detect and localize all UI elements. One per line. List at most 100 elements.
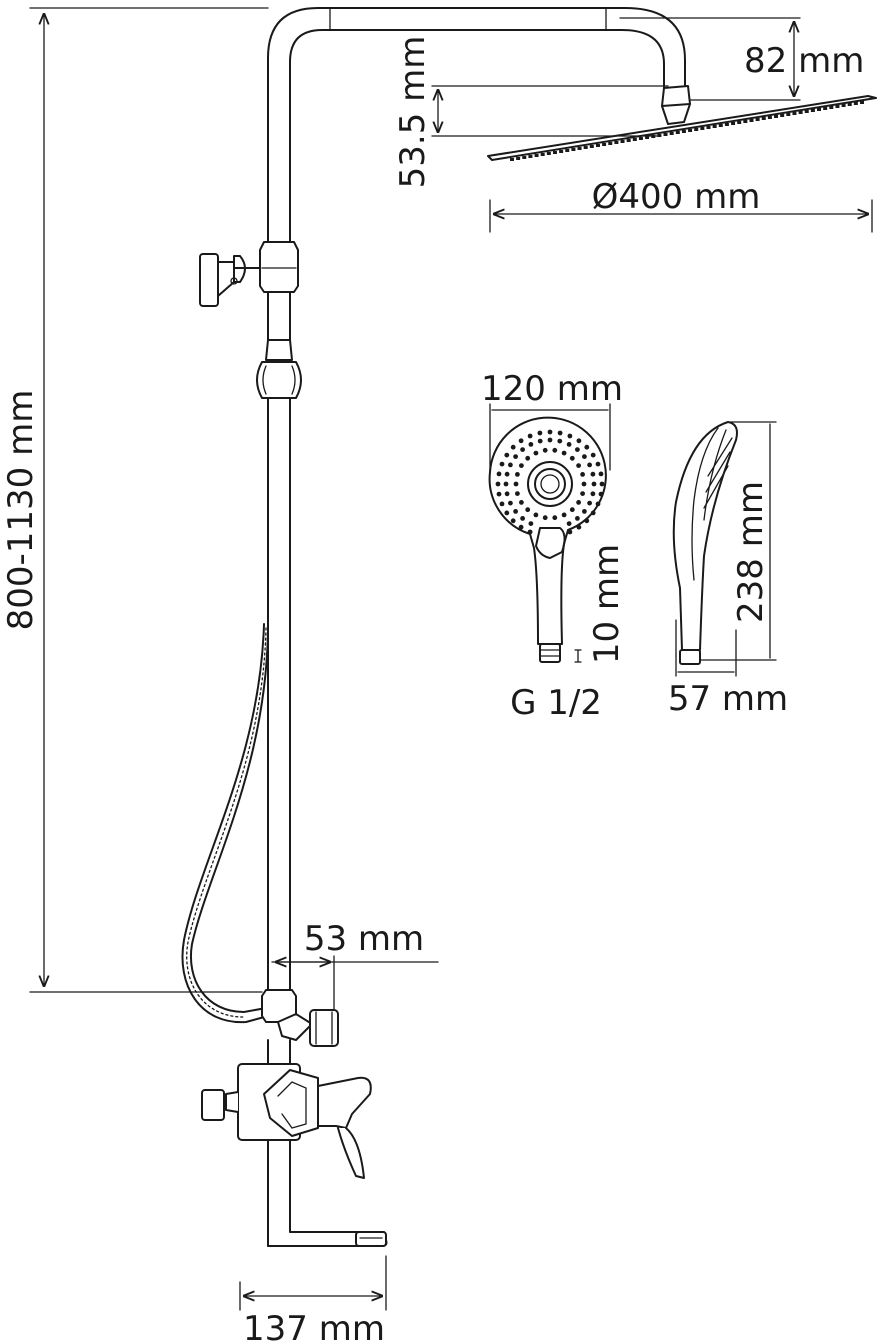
nozzle-dot: [537, 438, 543, 444]
dim-thread-length: [574, 649, 582, 663]
nozzle-dot: [774, 115, 779, 118]
nozzle-dot: [590, 491, 596, 497]
nozzle-dot: [817, 108, 822, 111]
nozzle-dot: [576, 524, 582, 530]
nozzle-dot: [584, 518, 590, 524]
nozzle-dot: [566, 442, 572, 447]
nozzle-dot: [504, 471, 510, 477]
nozzle-dot: [595, 501, 601, 507]
nozzle-dot: [829, 106, 834, 109]
bath-spout: [267, 1231, 388, 1247]
dim-total-height: [29, 7, 269, 993]
nozzle-dot: [504, 491, 510, 497]
nozzle-dot: [561, 512, 567, 518]
nozzle-dot: [595, 461, 601, 467]
hand-thread-label: G 1/2: [510, 683, 602, 723]
dim-thread-length-label: 10 mm: [587, 544, 627, 664]
nozzle-dot: [590, 471, 596, 477]
nozzle-dot: [546, 152, 551, 155]
nozzle-dot: [508, 462, 513, 468]
height-clamp: [199, 241, 299, 307]
nozzle-dot: [638, 137, 643, 140]
nozzle-dot: [571, 148, 576, 151]
nozzle-dot: [557, 438, 563, 444]
nozzle-dot: [743, 120, 748, 123]
nozzle-dot: [525, 455, 531, 461]
nozzle-dot: [749, 119, 754, 122]
nozzle-dot: [566, 521, 572, 526]
nozzle-dot: [542, 515, 548, 521]
nozzle-dot: [567, 529, 573, 535]
nozzle-dot: [522, 156, 527, 159]
nozzle-dot: [547, 429, 553, 435]
nozzle-dot: [700, 127, 705, 130]
dim-spout-length: [239, 1255, 387, 1311]
nozzle-dot: [598, 491, 604, 497]
nozzle-dot: [576, 463, 581, 468]
nozzle-dot: [519, 463, 524, 468]
dim-hand-depth: [675, 619, 737, 677]
nozzle-dot: [533, 450, 539, 456]
nozzle-dot: [533, 512, 539, 518]
dim-hand-length-label: 238 mm: [731, 481, 771, 623]
nozzle-dot: [681, 130, 686, 133]
nozzle-dot: [587, 500, 592, 506]
nozzle-dot: [569, 507, 575, 513]
nozzle-dot: [582, 509, 587, 514]
nozzle-dot: [737, 121, 742, 124]
nozzle-dot: [582, 454, 587, 459]
nozzle-dot: [534, 154, 539, 157]
mixer-body: [201, 1063, 372, 1247]
dim-bar-offset-label: 53 mm: [304, 919, 424, 959]
nozzle-dot: [499, 501, 505, 507]
nozzle-dot: [537, 430, 543, 436]
nozzle-dot: [835, 105, 840, 108]
nozzle-dot: [590, 510, 596, 516]
nozzle-dot: [792, 112, 797, 115]
nozzle-dot: [528, 155, 533, 158]
nozzle-dot: [575, 516, 580, 521]
dim-spout-length-label: 137 mm: [243, 1309, 385, 1344]
nozzle-dot: [580, 491, 585, 496]
diverter: [261, 989, 339, 1065]
nozzle-dot: [847, 103, 852, 106]
nozzle-dot: [504, 510, 510, 516]
dim-head-diameter: [489, 199, 873, 233]
nozzle-dot: [688, 129, 693, 132]
nozzle-dot: [731, 122, 736, 125]
nozzle-dot: [527, 433, 533, 439]
nozzle-dot: [712, 125, 717, 128]
nozzle-dot: [495, 481, 501, 487]
nozzle-dot: [528, 442, 534, 447]
nozzle-dot: [587, 462, 592, 468]
nozzle-dot: [576, 500, 581, 505]
nozzle-dot: [626, 139, 631, 142]
nozzle-dot: [632, 138, 637, 141]
nozzle-dot: [761, 117, 766, 120]
nozzle-dot: [510, 518, 516, 524]
nozzle-dot: [675, 131, 680, 134]
nozzle-dot: [706, 126, 711, 129]
nozzle-dot: [575, 447, 580, 452]
nozzle-dot: [503, 481, 509, 487]
dim-head-thickness-label: 53.5 mm: [393, 36, 433, 189]
nozzle-dot: [513, 454, 518, 459]
nozzle-dot: [589, 145, 594, 148]
dim-hand-width: [489, 403, 611, 471]
dim-head-diameter-label: Ø400 mm: [592, 177, 761, 217]
nozzle-dot: [823, 107, 828, 110]
nozzle-dot: [528, 521, 534, 526]
nozzle-dot: [645, 136, 650, 139]
nozzle-dot: [583, 146, 588, 149]
nozzle-dot: [567, 433, 573, 439]
nozzle-dot: [608, 142, 613, 145]
dim-hand-depth-label: 57 mm: [668, 679, 788, 719]
nozzle-dot: [540, 153, 545, 156]
nozzle-dot: [581, 481, 587, 487]
nozzle-dot: [595, 144, 600, 147]
nozzle-dot: [542, 447, 548, 453]
nozzle-dot: [804, 110, 809, 113]
nozzle-dot: [786, 113, 791, 116]
nozzle-dot: [499, 461, 505, 467]
